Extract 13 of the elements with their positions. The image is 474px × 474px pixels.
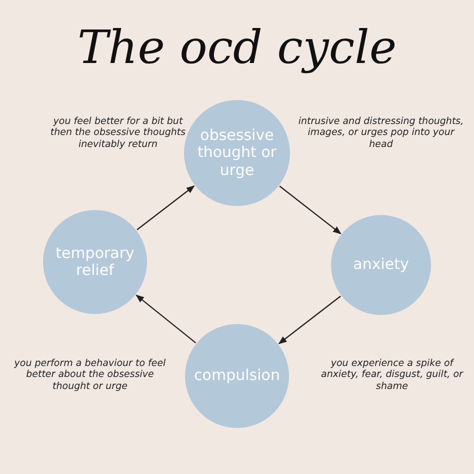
description-text: you experience a spike of anxiety, fear, disgust, guilt, or shame — [320, 358, 464, 392]
arrow — [136, 185, 195, 230]
description-text: you perform a behaviour to feel better about the obsessive thought or urge — [13, 358, 167, 392]
circle-label: temporary relief — [54, 244, 136, 280]
arrow — [136, 294, 196, 344]
circle-label: obsessive thought or urge — [196, 127, 278, 179]
arrow — [278, 296, 341, 344]
circle-label: anxiety — [352, 256, 410, 274]
arrow — [279, 186, 342, 234]
circle-label: compulsion — [193, 367, 281, 385]
description-text: you feel better for a bit but then the obsessive thoughts inevitably return — [49, 116, 187, 150]
description-text: intrusive and distressing thoughts, images, or urges pop into your head — [297, 116, 465, 150]
title: The ocd cycle — [76, 20, 398, 74]
